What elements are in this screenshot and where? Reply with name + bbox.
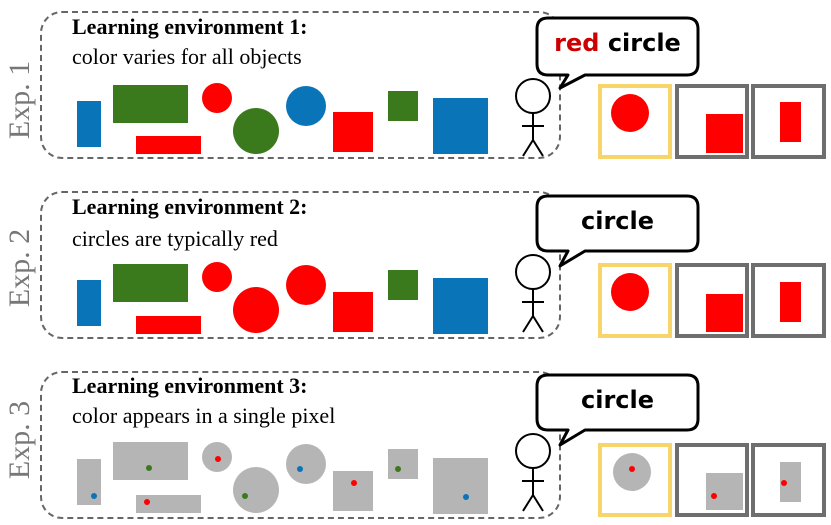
object-gray-rectangle-flat <box>136 495 201 513</box>
pixel-red <box>711 493 717 499</box>
distractor-red-rectangle <box>780 282 801 322</box>
pixel-red <box>144 499 150 505</box>
environment-description-1: color varies for all objects <box>72 44 302 69</box>
object-blue-square <box>433 98 488 154</box>
objects-row-2 <box>77 262 488 334</box>
environment-title-3: Learning environment 3: <box>72 373 308 398</box>
target-red-circle <box>611 273 649 311</box>
referent-panels-1 <box>598 84 826 159</box>
pixel-blue <box>463 494 469 500</box>
distractor-red-rectangle <box>780 102 801 142</box>
utterance-2: circle <box>537 207 698 235</box>
object-gray-bar <box>77 459 101 505</box>
pixel-red <box>781 480 787 486</box>
stick-figure-icon <box>515 433 551 512</box>
stick-figure-icon <box>515 254 551 333</box>
speech-bubble-icon <box>535 194 700 268</box>
target-red-circle <box>611 94 649 132</box>
object-gray-circle-large <box>233 467 279 513</box>
environment-title-1: Learning environment 1: <box>72 14 308 39</box>
utterance-3-shape-word: circle <box>580 386 655 414</box>
speech-bubble-icon <box>535 16 700 90</box>
object-red-circle-small <box>202 262 232 292</box>
pixel-green <box>395 466 401 472</box>
speech-bubble-icon <box>535 373 700 447</box>
pixel-red <box>351 480 357 486</box>
object-blue-square <box>433 278 488 334</box>
objects-row-3 <box>77 442 488 514</box>
object-red-circle-medium <box>286 265 326 305</box>
object-gray-square-small <box>388 449 418 479</box>
utterance-1-color-word: red <box>554 29 600 57</box>
pixel-blue <box>91 493 97 499</box>
utterance-3: circle <box>537 386 698 414</box>
object-blue-circle <box>286 86 326 126</box>
object-blue-bar <box>77 101 101 147</box>
object-red-square <box>333 292 373 332</box>
environment-box-1 <box>40 11 561 159</box>
distractor-gray-square <box>706 473 743 510</box>
object-green-square <box>388 91 418 121</box>
object-green-circle <box>233 108 279 154</box>
utterance-1-shape-word: circle <box>607 29 681 57</box>
referent-panels-2 <box>598 263 826 338</box>
pixel-green <box>242 493 248 499</box>
pixel-green <box>146 465 152 471</box>
pixel-blue <box>297 466 303 472</box>
environment-description-3: color appears in a single pixel <box>72 403 336 428</box>
pixel-red <box>215 456 221 462</box>
object-blue-bar <box>77 280 101 326</box>
utterance-2-shape-word: circle <box>580 207 655 235</box>
distractor-red-square <box>706 294 743 332</box>
object-red-rectangle <box>136 316 201 334</box>
object-gray-rectangle <box>113 442 188 480</box>
object-gray-square-large <box>433 458 488 514</box>
referent-panels-3 <box>598 443 826 517</box>
object-green-rectangle <box>113 85 188 123</box>
object-gray-circle-medium <box>286 444 326 484</box>
object-red-circle-small <box>202 83 232 113</box>
object-red-rectangle <box>136 136 201 154</box>
object-gray-square <box>333 471 373 511</box>
utterance-1: red circle <box>537 29 698 57</box>
object-red-square <box>333 112 373 152</box>
object-green-square <box>388 270 418 300</box>
distractor-gray-rectangle <box>780 462 801 502</box>
stick-figure-icon <box>515 78 551 157</box>
object-red-circle-large <box>233 287 279 333</box>
distractor-frame <box>751 263 826 338</box>
objects-row-1 <box>77 83 488 154</box>
environment-title-2: Learning environment 2: <box>72 194 308 219</box>
object-green-rectangle <box>113 264 188 302</box>
distractor-red-square <box>706 114 743 153</box>
environment-description-2: circles are typically red <box>72 226 278 251</box>
pixel-red <box>629 466 635 472</box>
